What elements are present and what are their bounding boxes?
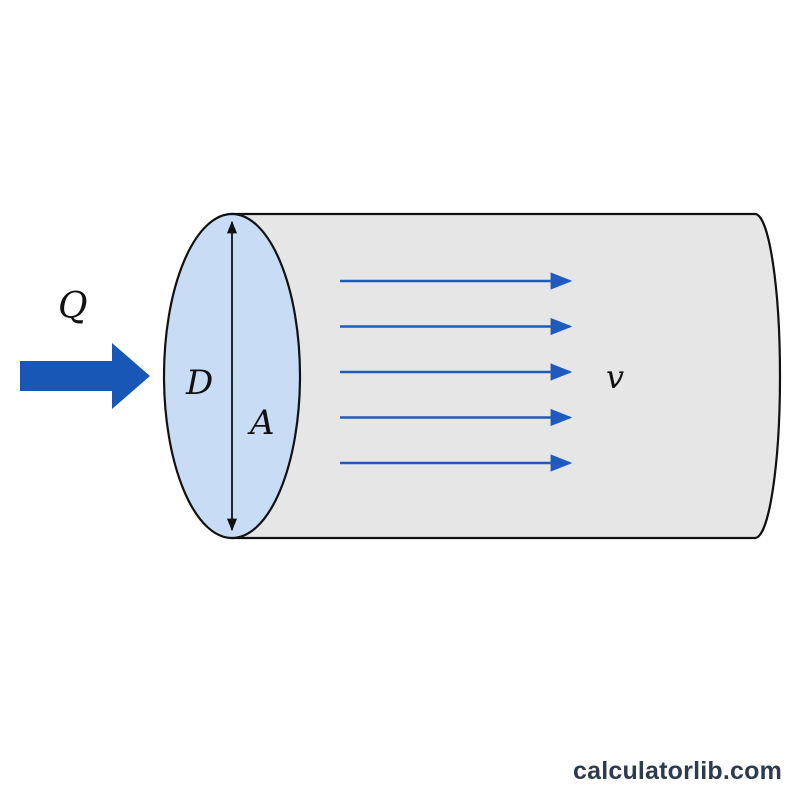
inlet-flow-arrow bbox=[20, 343, 150, 409]
flow-rate-label: Q bbox=[58, 286, 88, 327]
watermark-text: calculatorlib.com bbox=[572, 757, 782, 785]
velocity-label: v bbox=[606, 358, 624, 396]
diameter-label: D bbox=[185, 363, 213, 403]
streamlines bbox=[340, 272, 573, 472]
pipe-body bbox=[230, 212, 782, 540]
area-label: A bbox=[247, 403, 275, 443]
